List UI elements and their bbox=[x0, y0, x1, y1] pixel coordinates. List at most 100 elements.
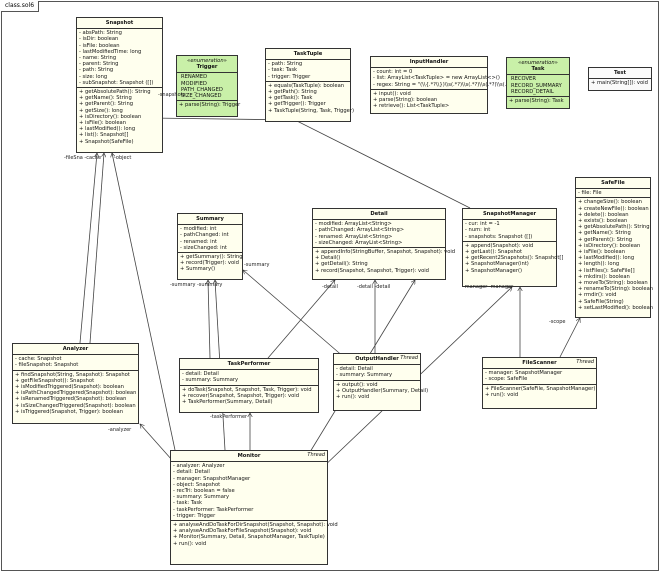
operation: input(): void bbox=[373, 91, 485, 97]
class-test: Test main(String[]): void bbox=[588, 67, 652, 91]
operation: equals(TaskTuple): boolean bbox=[268, 83, 348, 89]
literal: RENAMED bbox=[181, 74, 208, 81]
class-taskperformer-name: TaskPerformer bbox=[180, 359, 318, 371]
literal: PATH_CHANGED bbox=[181, 86, 223, 93]
attribute: fileSnapshot: Snapshot bbox=[15, 362, 136, 368]
operation: getRecent2Snapshots(): Snapshot[] bbox=[465, 255, 563, 261]
operation: record(Snapshot, Snapshot, Trigger): voi… bbox=[315, 268, 443, 274]
class-analyzer-name: Analyzer bbox=[13, 344, 138, 356]
operation: SnapshotManager() bbox=[465, 268, 554, 274]
operation: TaskTuple(String, Task, Trigger) bbox=[268, 108, 354, 114]
operation: mkdirs(): boolean bbox=[578, 274, 648, 280]
class-snapshot-name: Snapshot bbox=[77, 18, 162, 30]
edge-taskperformer-summary bbox=[208, 280, 210, 359]
role-label-manager-pair: -manager -manager bbox=[463, 284, 514, 290]
operations-compartment: equals(TaskTuple): boolean getPath(): St… bbox=[266, 82, 354, 115]
operations-compartment: main(String[]): void bbox=[589, 79, 651, 87]
attribute: parent: String bbox=[79, 61, 160, 67]
edge-monitor-snapshot bbox=[112, 153, 176, 451]
class-task: «enumeration» Task RECOVER RECORD_SUMMAR… bbox=[506, 57, 570, 109]
class-monitor-name: Monitor bbox=[237, 453, 261, 459]
class-trigger-name: Trigger bbox=[196, 64, 218, 71]
operation: retrieve(): List<TaskTuple> bbox=[373, 103, 485, 109]
operation: SafeFile(String) bbox=[578, 299, 648, 305]
attribute: isDir: boolean bbox=[79, 36, 160, 42]
attributes-compartment: file: File bbox=[576, 189, 650, 199]
attribute: detail: Detail bbox=[182, 371, 316, 377]
attribute: absPath: String bbox=[79, 30, 160, 36]
operation: isDirectory(): boolean bbox=[79, 114, 160, 120]
operation: run(): void bbox=[485, 392, 594, 398]
class-safefile-name: SafeFile bbox=[576, 178, 650, 190]
operation: exists(): boolean bbox=[578, 218, 648, 224]
attribute: trigger: Trigger bbox=[268, 74, 348, 80]
diagram-title-tab: class.sol6 bbox=[1, 1, 40, 12]
operations-compartment: analyseAndDoTaskForDirSnapshot(Snapshot,… bbox=[171, 521, 338, 548]
attribute: renamed: ArrayList<String> bbox=[315, 234, 443, 240]
attribute: modified: ArrayList<String> bbox=[315, 221, 443, 227]
thread-tag: Thread bbox=[307, 452, 325, 458]
class-filescanner-name: FileScanner bbox=[522, 360, 557, 366]
operation: isDirectory(): boolean bbox=[578, 243, 648, 249]
attribute: lastModifiedTime: long bbox=[79, 49, 160, 55]
operation: isPathChangedTriggered(Snapshot): boolea… bbox=[15, 390, 136, 396]
operation: FileScanner(SafeFile, SnapshotManager) bbox=[485, 386, 595, 392]
class-tasktuple: TaskTuple path: String task: Task trigge… bbox=[265, 48, 354, 122]
operation: getAbsolutePath(): String bbox=[79, 89, 160, 95]
attribute: pathChanged: int bbox=[180, 232, 240, 238]
operation: getName(): String bbox=[578, 230, 648, 236]
attributes-compartment: detail: Detail summary: Summary bbox=[334, 365, 420, 381]
literal: MODIFIED bbox=[181, 80, 207, 87]
literal: RECORD_DETAIL bbox=[511, 88, 554, 95]
role-label-summary-pair: -summary -summary bbox=[170, 282, 223, 288]
attribute: num: int bbox=[465, 227, 554, 233]
operations-compartment: getAbsolutePath(): String getName(): Str… bbox=[77, 88, 162, 146]
class-inputhandler: InputHandler count: int = 0 list: ArrayL… bbox=[370, 56, 516, 114]
operation: recover(Snapshot, Snapshot, Trigger): vo… bbox=[182, 393, 316, 399]
operations-compartment: output(): void OutputHandler(Summary, De… bbox=[334, 381, 428, 402]
attribute: task: Task bbox=[268, 67, 348, 73]
operation: moveTo(String): boolean bbox=[578, 280, 648, 286]
class-monitor: Monitor Thread analyzer: Analyzer detail… bbox=[170, 450, 338, 565]
operation: getName(): String bbox=[79, 95, 160, 101]
class-snapshotmanager: SnapshotManager cur: int = -1 num: int s… bbox=[462, 208, 563, 287]
operation: analyseAndDoTaskForDirSnapshot(Snapshot,… bbox=[173, 522, 338, 528]
attribute: size: long bbox=[79, 74, 160, 80]
operation: listFiles(): SafeFile[] bbox=[578, 268, 648, 274]
operation: length(): long bbox=[578, 261, 648, 267]
attribute: snapshots: Snapshot ([]) bbox=[465, 234, 554, 240]
class-snapshot: Snapshot absPath: String isDir: boolean … bbox=[76, 17, 163, 153]
attributes-compartment: analyzer: Analyzer detail: Detail manage… bbox=[171, 462, 327, 522]
class-snapshotmanager-name: SnapshotManager bbox=[463, 209, 556, 221]
operation: getParent(): String bbox=[79, 101, 160, 107]
class-taskperformer: TaskPerformer detail: Detail summary: Su… bbox=[179, 358, 319, 413]
edge-manager-snapshot bbox=[150, 118, 471, 209]
attribute: modified: int bbox=[180, 226, 240, 232]
operation: getPath(): String bbox=[268, 89, 348, 95]
operation: run(): void bbox=[336, 394, 418, 400]
operation: isModifiedTriggered(Snapshot): boolean bbox=[15, 384, 136, 390]
literals-compartment: RECOVER RECORD_SUMMARY RECORD_DETAIL bbox=[507, 75, 569, 98]
attribute: taskPerformer: TaskPerformer bbox=[173, 507, 325, 513]
operation: getLast(): Snapshot bbox=[465, 249, 554, 255]
operations-compartment: parse(String): Trigger bbox=[177, 101, 240, 109]
operation: record(Trigger): void bbox=[180, 260, 240, 266]
operation: setLastModified(): boolean bbox=[578, 305, 653, 311]
literal: RECORD_SUMMARY bbox=[511, 82, 562, 89]
class-analyzer: Analyzer cache: Snapshot fileSnapshot: S… bbox=[12, 343, 139, 424]
operation: isTriggered(Snapshot, Trigger): boolean bbox=[15, 409, 136, 415]
operation: parse(String): Trigger bbox=[179, 102, 240, 108]
attribute: count: int = 0 bbox=[373, 69, 485, 75]
operation: list(): Snapshot[] bbox=[79, 132, 160, 138]
operation: changeSize(): boolean bbox=[578, 199, 648, 205]
operation: analyseAndDoTaskForFileSnapshot(Snapshot… bbox=[173, 528, 325, 534]
operation: getSummary(): String bbox=[180, 254, 243, 260]
class-outputhandler-name: OutputHandler bbox=[355, 356, 399, 362]
operation: parse(String): boolean bbox=[373, 97, 485, 103]
attribute: path: String bbox=[79, 67, 160, 73]
attribute: subSnapshot: Snapshot ([]) bbox=[79, 80, 160, 86]
class-inputhandler-name: InputHandler bbox=[371, 57, 487, 69]
operation: isFile(): boolean bbox=[578, 249, 648, 255]
attribute: name: String bbox=[79, 55, 160, 61]
literal: RECOVER bbox=[511, 76, 536, 83]
